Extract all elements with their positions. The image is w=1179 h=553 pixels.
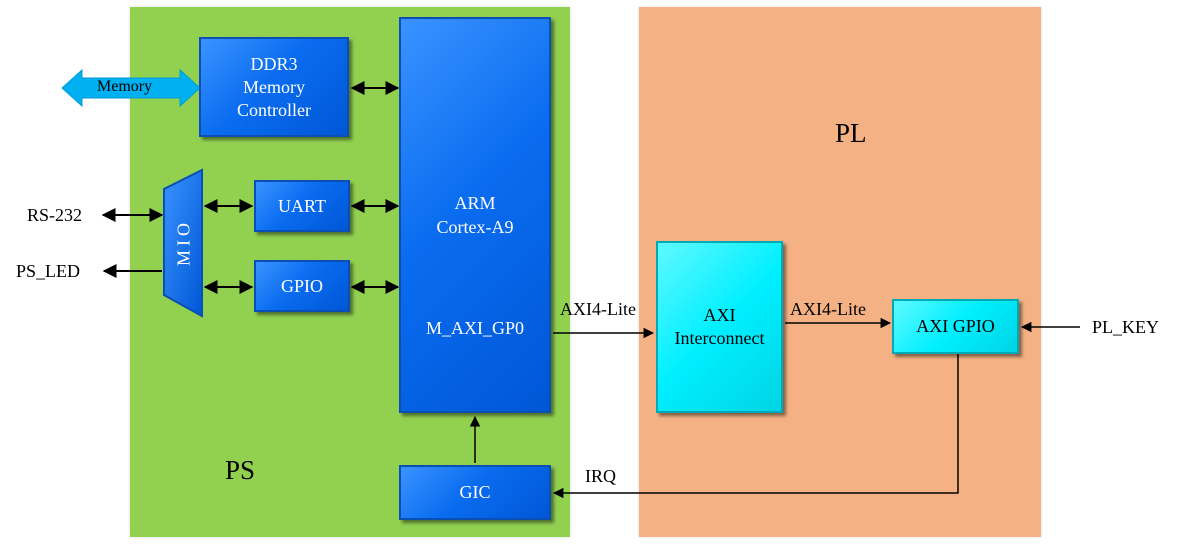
pl-label: PL [835, 118, 867, 148]
irq-label: IRQ [585, 466, 616, 486]
arm-cortex-a9-block [399, 17, 551, 413]
axi-gpio-label: AXI GPIO [916, 316, 995, 336]
pl-key-label: PL_KEY [1092, 317, 1159, 337]
uart-block: UART [254, 180, 350, 232]
arm-label: ARM Cortex-A9 [399, 191, 551, 239]
memory-label: Memory [97, 78, 153, 95]
arm-label-line2: Cortex-A9 [436, 217, 514, 237]
uart-label: UART [278, 195, 326, 216]
axi-interconnect-line2: Interconnect [674, 328, 765, 348]
gpio-label: GPIO [280, 275, 323, 296]
arm-port-label: M_AXI_GP0 [425, 318, 524, 338]
axi-interconnect-block: AXI Interconnect [656, 241, 783, 413]
mio-label: MIO [173, 219, 194, 266]
ps-label: PS [225, 455, 256, 485]
axi4lite-label-1: AXI4-Lite [560, 299, 636, 319]
rs232-label: RS-232 [27, 205, 83, 225]
ddr3-label-line1: DDR3 [250, 53, 298, 74]
ddr3-memory-controller-block: DDR3 Memory Controller [199, 37, 349, 137]
ps-led-label: PS_LED [16, 261, 81, 281]
ddr3-label-line2: Memory [243, 76, 305, 97]
irq-link [552, 354, 959, 499]
ddr3-label-line3: Controller [237, 99, 311, 120]
mio-block [163, 168, 203, 318]
axi-interconnect-line1: AXI [703, 305, 736, 325]
arm-label-line1: ARM [454, 193, 496, 213]
gpio-block: GPIO [254, 260, 350, 312]
axi4lite-label-2: AXI4-Lite [790, 299, 866, 319]
gic-label: GIC [459, 482, 491, 502]
gic-block: GIC [399, 465, 551, 520]
axi-gpio-block: AXI GPIO [892, 299, 1019, 354]
